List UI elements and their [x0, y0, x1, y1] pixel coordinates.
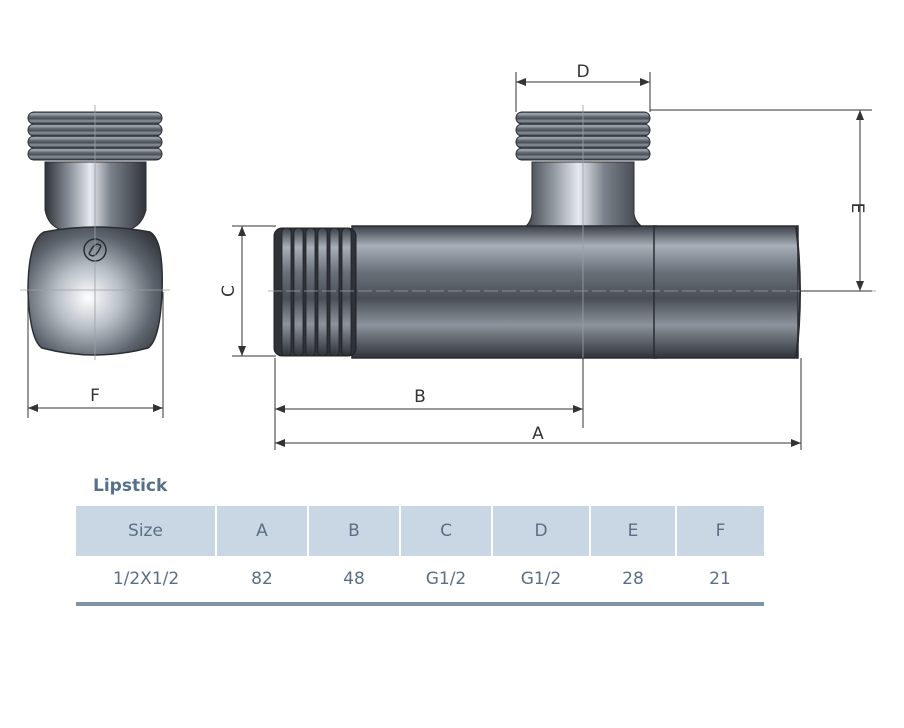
product-title: Lipstick [93, 476, 168, 496]
cell-d: G1/2 [520, 569, 562, 589]
valve-body [351, 225, 657, 359]
dimension-label-f: F [90, 386, 100, 406]
header-e: E [590, 506, 677, 556]
valve-cap [653, 225, 799, 359]
header-size: Size [76, 506, 217, 556]
side-view [20, 105, 170, 360]
dimension-lines [27, 72, 872, 450]
header-d: D [492, 506, 591, 556]
dimension-label-b: B [414, 387, 426, 407]
dimension-label-a: A [532, 424, 544, 444]
header-f: F [676, 506, 764, 556]
table-row: 1/2X1/2 82 48 G1/2 G1/2 28 21 [76, 556, 764, 604]
cell-size: 1/2X1/2 [112, 569, 180, 589]
inlet-neck [519, 161, 651, 231]
cell-e: 28 [622, 569, 644, 589]
dimension-label-e: E [847, 203, 867, 214]
header-a: A [216, 506, 309, 556]
cell-c: G1/2 [425, 569, 467, 589]
cell-a: 82 [251, 569, 273, 589]
front-view [268, 105, 880, 428]
dimension-label-d: D [576, 62, 589, 82]
spec-table: Size A B C D E F 1/2X1/2 82 48 G1/2 G1/2… [76, 506, 764, 606]
outlet-thread [273, 227, 357, 357]
cell-f: 21 [709, 569, 731, 589]
side-view-neck [44, 161, 147, 231]
cell-b: 48 [343, 569, 365, 589]
spec-table-header-row: Size A B C D E F [76, 506, 764, 556]
header-c: C [400, 506, 493, 556]
technical-drawing: D E C F B A [20, 62, 880, 450]
dimension-label-c: C [219, 285, 239, 297]
header-b: B [308, 506, 401, 556]
